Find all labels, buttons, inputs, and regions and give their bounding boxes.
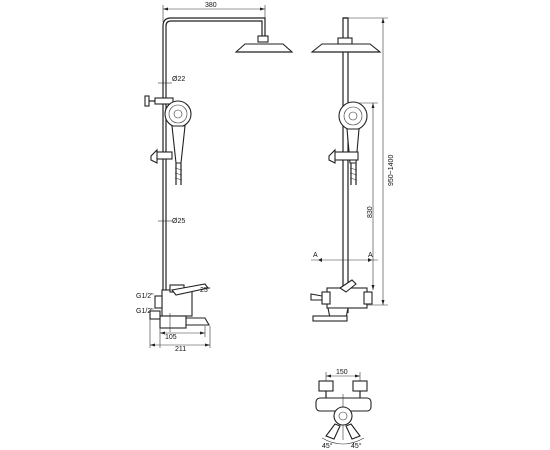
- angle-right-label: 45°: [351, 442, 362, 450]
- upper-angle-label: 25°: [200, 286, 211, 294]
- pipe-lower-diameter-label: Ø25: [172, 218, 185, 225]
- top-view: 150 45° 45°: [315, 369, 372, 450]
- side-view: 380 Ø22 Ø25 25° G1/: [136, 2, 294, 353]
- front-view: A A 950~1400 830: [310, 17, 395, 322]
- inlet-lower-label: G1/2": [136, 308, 154, 315]
- arm-length-label: 380: [205, 2, 217, 9]
- pipe-upper-diameter-label: Ø22: [172, 76, 185, 83]
- inlet-label: G1/2": [136, 293, 154, 300]
- section-mark-left: A: [313, 252, 318, 259]
- center-distance-label: 150: [336, 369, 348, 376]
- rail-height-label: 830: [367, 206, 374, 218]
- total-height-label: 950~1400: [388, 155, 395, 186]
- section-mark-right: A: [368, 252, 373, 259]
- total-depth-label: 211: [175, 346, 186, 353]
- angle-left-label: 45°: [322, 442, 333, 450]
- spout-length-label: 105: [165, 334, 177, 341]
